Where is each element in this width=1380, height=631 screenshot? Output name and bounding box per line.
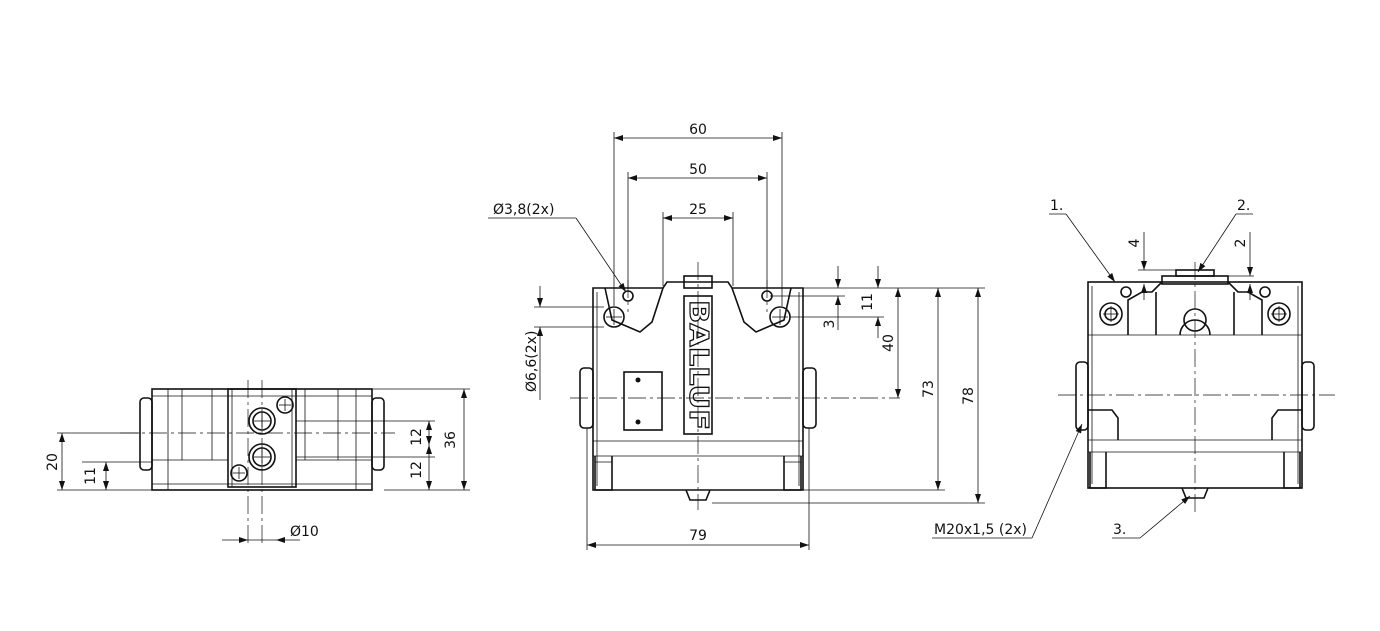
dim-width-25: 25: [689, 202, 707, 218]
dim-diameter-10: Ø10: [290, 524, 319, 540]
callout-2: 2.: [1237, 198, 1250, 214]
callout-1: 1.: [1050, 198, 1063, 214]
center-view: BALLUF 60 50 25 Ø3,8(2: [488, 122, 985, 550]
dim-offset-3: 3: [822, 320, 838, 329]
dim-left-12b: 12: [409, 461, 425, 479]
dim-left-12a: 12: [409, 428, 425, 446]
dim-width-79: 79: [689, 528, 707, 544]
dim-left-36: 36: [443, 431, 459, 449]
dim-right-4: 4: [1127, 238, 1143, 247]
dim-height-78: 78: [961, 387, 977, 405]
dim-hole-small: Ø3,8(2x): [493, 202, 554, 218]
dim-height-40: 40: [881, 334, 897, 352]
dim-height-11: 11: [860, 293, 876, 311]
dim-left-20: 20: [45, 453, 61, 471]
dim-left-11: 11: [83, 467, 99, 485]
callout-3: 3.: [1113, 522, 1126, 538]
dim-width-50: 50: [689, 162, 707, 178]
left-view: 20 11 12 12 36 Ø10: [45, 380, 470, 545]
dim-thread: M20x1,5 (2x): [934, 522, 1027, 538]
right-view: 4 2 1. 2. 3. M20x1,5 (2x): [932, 198, 1335, 539]
dim-height-73: 73: [921, 380, 937, 398]
dim-right-2: 2: [1233, 239, 1249, 248]
dim-hole-large: Ø6,6(2x): [524, 331, 540, 392]
dim-width-60: 60: [689, 122, 707, 138]
